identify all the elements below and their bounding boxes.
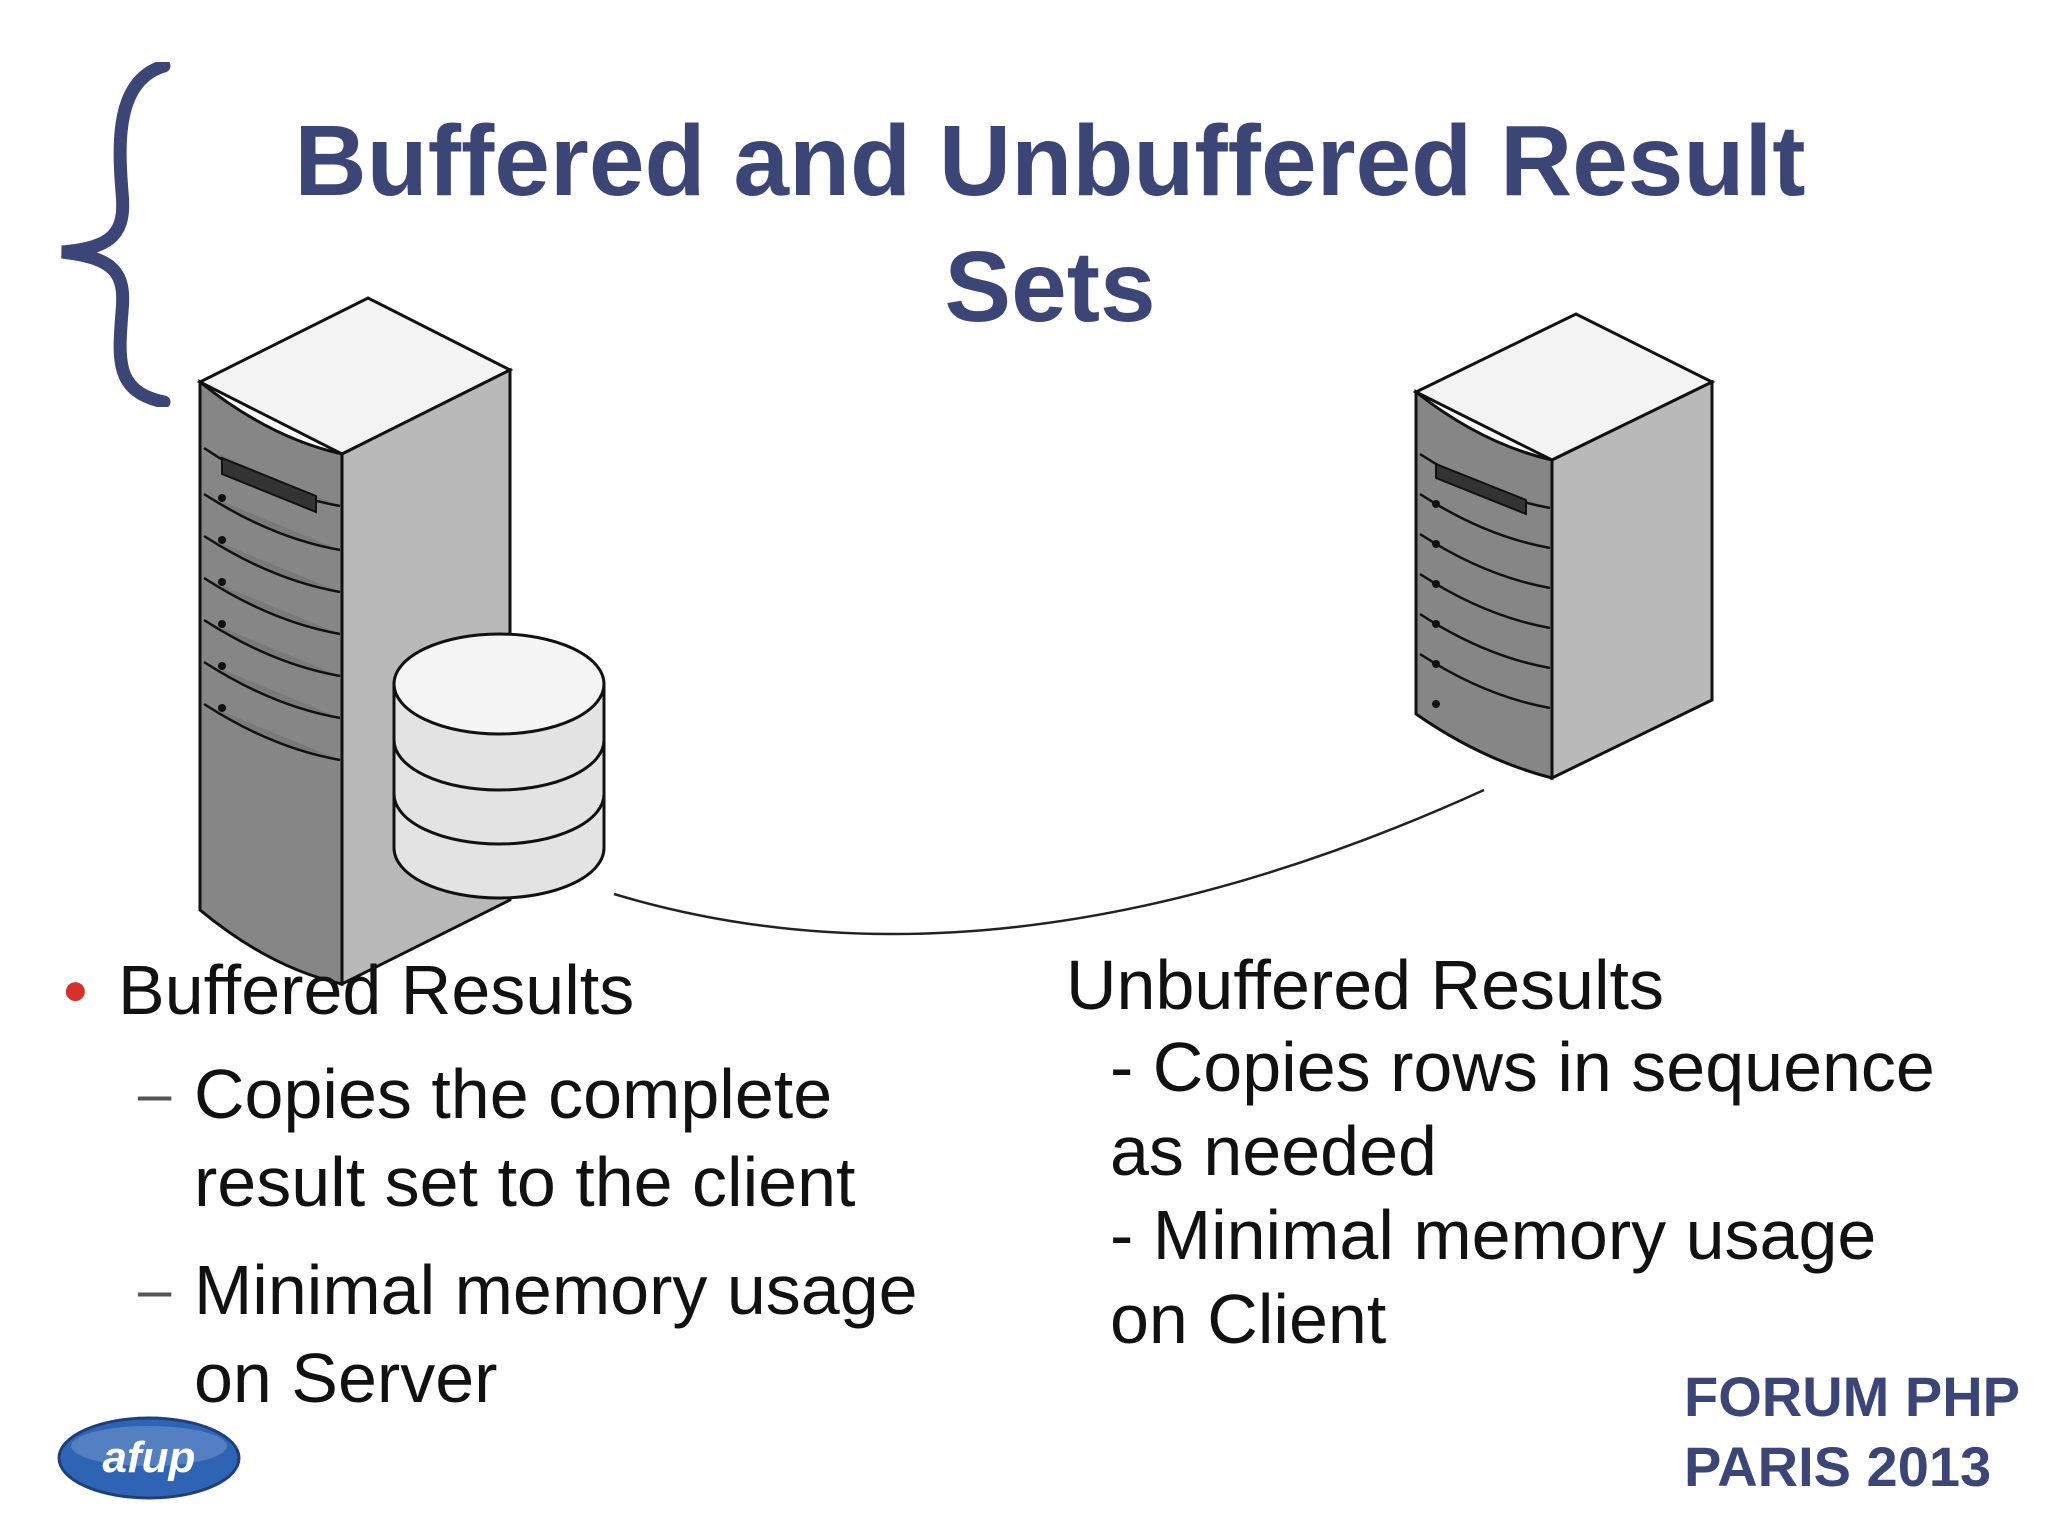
list-item: – Copies the complete result set to the … [138,1050,1022,1226]
slide-title: Buffered and Unbuffered Result Sets [200,98,1900,350]
title-line-1: Buffered and Unbuffered Result [294,105,1806,217]
buffered-results-section: ● Buffered Results – Copies the complete… [62,950,1022,1422]
connection-line [613,788,1485,936]
item-line: on Server [194,1339,498,1417]
item-line: Copies the complete [194,1055,833,1133]
bullet-icon: ● [62,965,89,1014]
afup-logo: afup [57,1416,241,1500]
dash-icon: – [138,1060,172,1127]
text-line: as needed [1110,1112,1437,1190]
list-item: – Minimal memory usage on Server [138,1246,1022,1422]
title-line-2: Sets [944,231,1156,343]
database-icon [392,632,606,900]
curly-brace-icon [61,62,171,407]
event-line-2: PARIS 2013 [1684,1435,1992,1498]
text-line: on Client [1110,1280,1387,1358]
text-line: - Minimal memory usage [1110,1196,1877,1274]
buffered-heading: ● Buffered Results [62,950,1022,1030]
item-line: Minimal memory usage [194,1251,918,1329]
event-label: FORUM PHP PARIS 2013 [1684,1362,2020,1502]
dash-icon: – [138,1256,172,1323]
logo-text: afup [103,1433,196,1482]
item-line: result set to the client [194,1143,856,1221]
buffered-heading-text: Buffered Results [118,951,635,1029]
text-line: - Copies rows in sequence [1110,1028,1935,1106]
event-line-1: FORUM PHP [1684,1365,2020,1428]
server-icon [1412,312,1716,781]
unbuffered-heading: Unbuffered Results [1066,946,1664,1024]
unbuffered-results-section: Unbuffered Results - Copies rows in sequ… [1066,945,2026,1361]
